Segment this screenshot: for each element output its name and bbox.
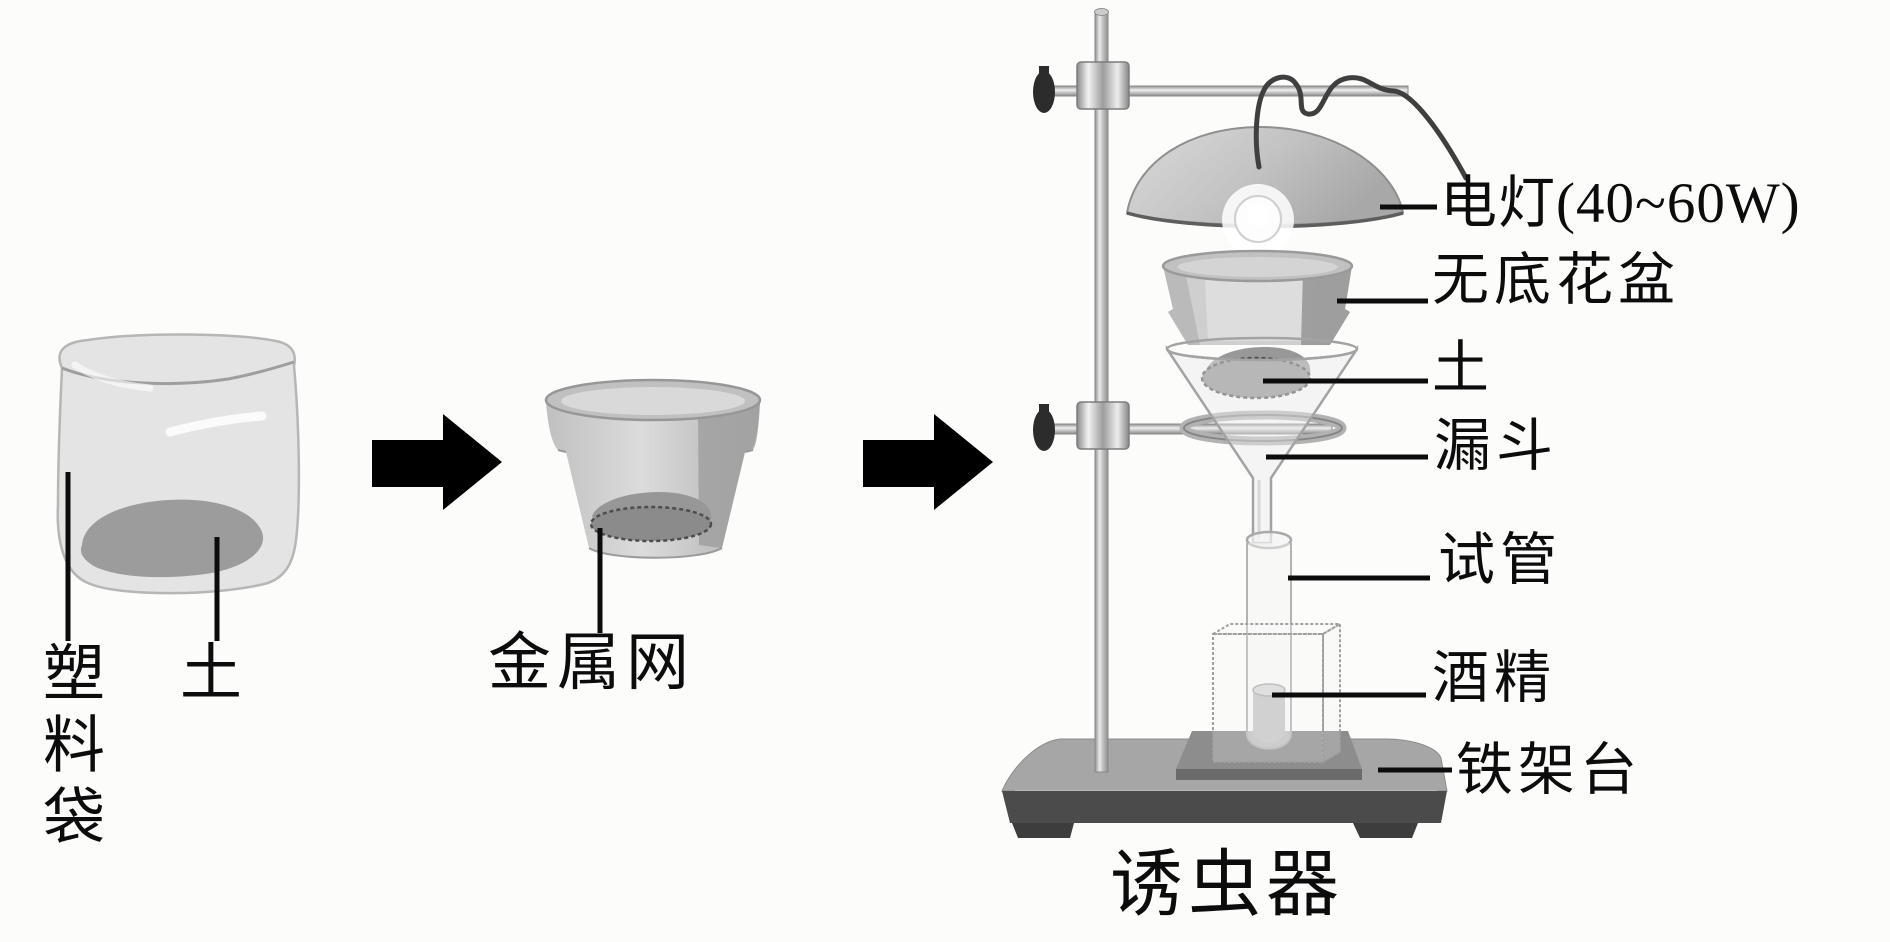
bag-highlight [165, 411, 267, 437]
clamp-top-body [1076, 61, 1130, 110]
clamp-middle-body [1076, 401, 1130, 450]
middle-pot-lip-line [557, 449, 754, 453]
light-bulb-core [1247, 204, 1269, 226]
bottomless-pot-rim-inner [1177, 257, 1338, 277]
bottomless-pot-left-shade [1163, 266, 1200, 345]
bottomless-pot-window [1205, 280, 1316, 341]
stand-rod-cap [1094, 8, 1109, 16]
middle-pot-shadow-band [698, 402, 760, 548]
base-plate-front [1176, 769, 1362, 780]
bottomless-pot-shadow-band [1301, 266, 1352, 345]
plastic-bag-group [56, 333, 301, 641]
funnel-cone [1165, 344, 1359, 545]
glass-box-top-face [1209, 623, 1344, 635]
glass-box-front-face [1212, 633, 1324, 763]
step-arrow-2-icon [863, 414, 993, 510]
plastic-bag-label: 塑料袋 [33, 640, 101, 856]
support-ring-edge [1183, 414, 1343, 442]
metal-mesh [589, 505, 713, 543]
middle-pot-rim-inner [561, 387, 745, 415]
figure-caption: 诱虫器 [1110, 844, 1344, 925]
stand-base-foot-right [1353, 823, 1418, 838]
funnel-label: 漏斗 [1434, 415, 1558, 478]
step-arrow-1-icon [372, 414, 502, 510]
test-tube-label: 试管 [1438, 529, 1562, 592]
bottomless-pot-group [1161, 249, 1354, 345]
flowerpot-with-mesh-group [544, 378, 762, 633]
bottomless-flowerpot-label: 无底花盆 [1432, 249, 1680, 312]
electric-lamp-label: 电灯(40~60W) [1440, 172, 1801, 235]
power-wire [1253, 74, 1469, 181]
alcohol-liquid [1253, 690, 1285, 743]
alcohol-label: 酒精 [1432, 647, 1556, 710]
funnel-rim [1165, 336, 1359, 362]
insect-trap-apparatus [1001, 8, 1469, 838]
glass-box [1209, 622, 1344, 764]
soil-in-funnel [1200, 356, 1312, 400]
base-plate-top [1176, 731, 1362, 769]
soil-in-bag-label: 土 [180, 640, 243, 708]
clamp-middle-knob [1033, 409, 1055, 451]
iron-stand-label: 铁架台 [1456, 739, 1642, 802]
stand-rod-vertical [1094, 11, 1109, 773]
stand-base-front [1002, 791, 1447, 823]
metal-mesh-label: 金属网 [488, 628, 695, 698]
soil-in-funnel-label: 土 [1432, 337, 1494, 400]
bag-highlight-2 [71, 361, 154, 392]
stand-base-foot-left [1012, 823, 1074, 838]
clamp-top-knob [1033, 71, 1055, 113]
